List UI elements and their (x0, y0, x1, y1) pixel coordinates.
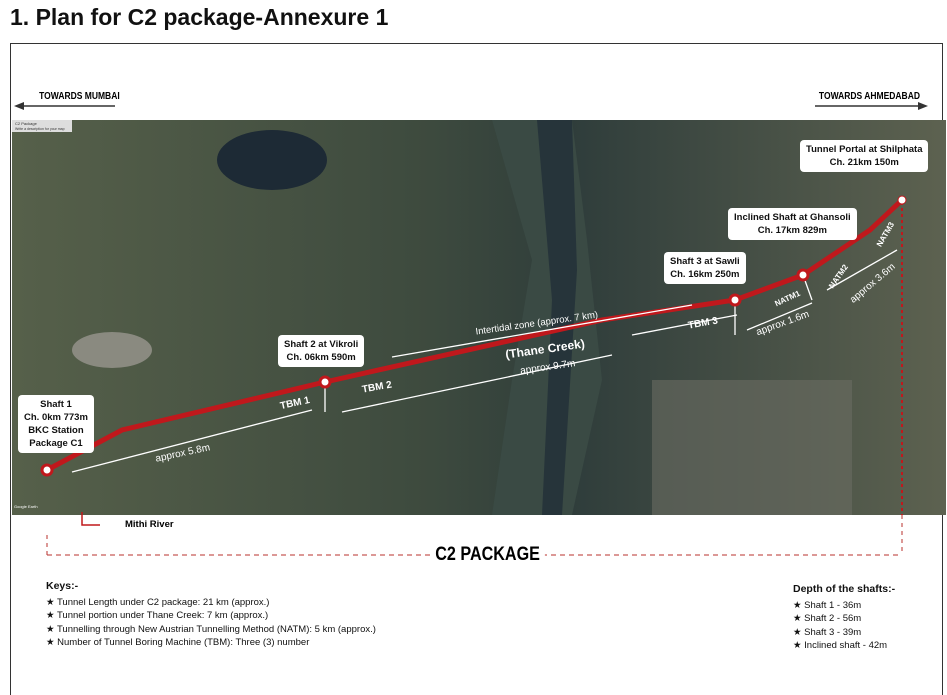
inclined-shaft-marker (796, 268, 810, 282)
google-earth-credit: Google Earth (14, 504, 38, 509)
shaft-2-marker (318, 375, 332, 389)
shaft-markers (40, 195, 907, 477)
satellite-map: C2 Package Write a description for your … (12, 120, 946, 515)
towards-ahmedabad-label: TOWARDS AHMEDABAD (818, 91, 920, 102)
c2-package-label: C2 PACKAGE (430, 544, 546, 566)
page-title: 1. Plan for C2 package-Annexure 1 (10, 4, 389, 30)
shaft-1-marker (40, 463, 54, 477)
depths-section: Depth of the shafts:- Shaft 1 - 36mShaft… (793, 583, 895, 653)
tunnel-route (44, 197, 905, 473)
keys-section: Keys:- Tunnel Length under C2 package: 2… (46, 580, 376, 650)
direction-arrows (14, 102, 928, 110)
mithi-river-label: Mithi River (125, 519, 174, 530)
map-caption: C2 Package (15, 121, 38, 126)
towards-mumbai-label: TOWARDS MUMBAI (39, 91, 120, 102)
shaft-3-marker (728, 293, 742, 307)
portal-marker (897, 195, 907, 205)
map-caption-desc: Write a description for your map (15, 127, 65, 131)
